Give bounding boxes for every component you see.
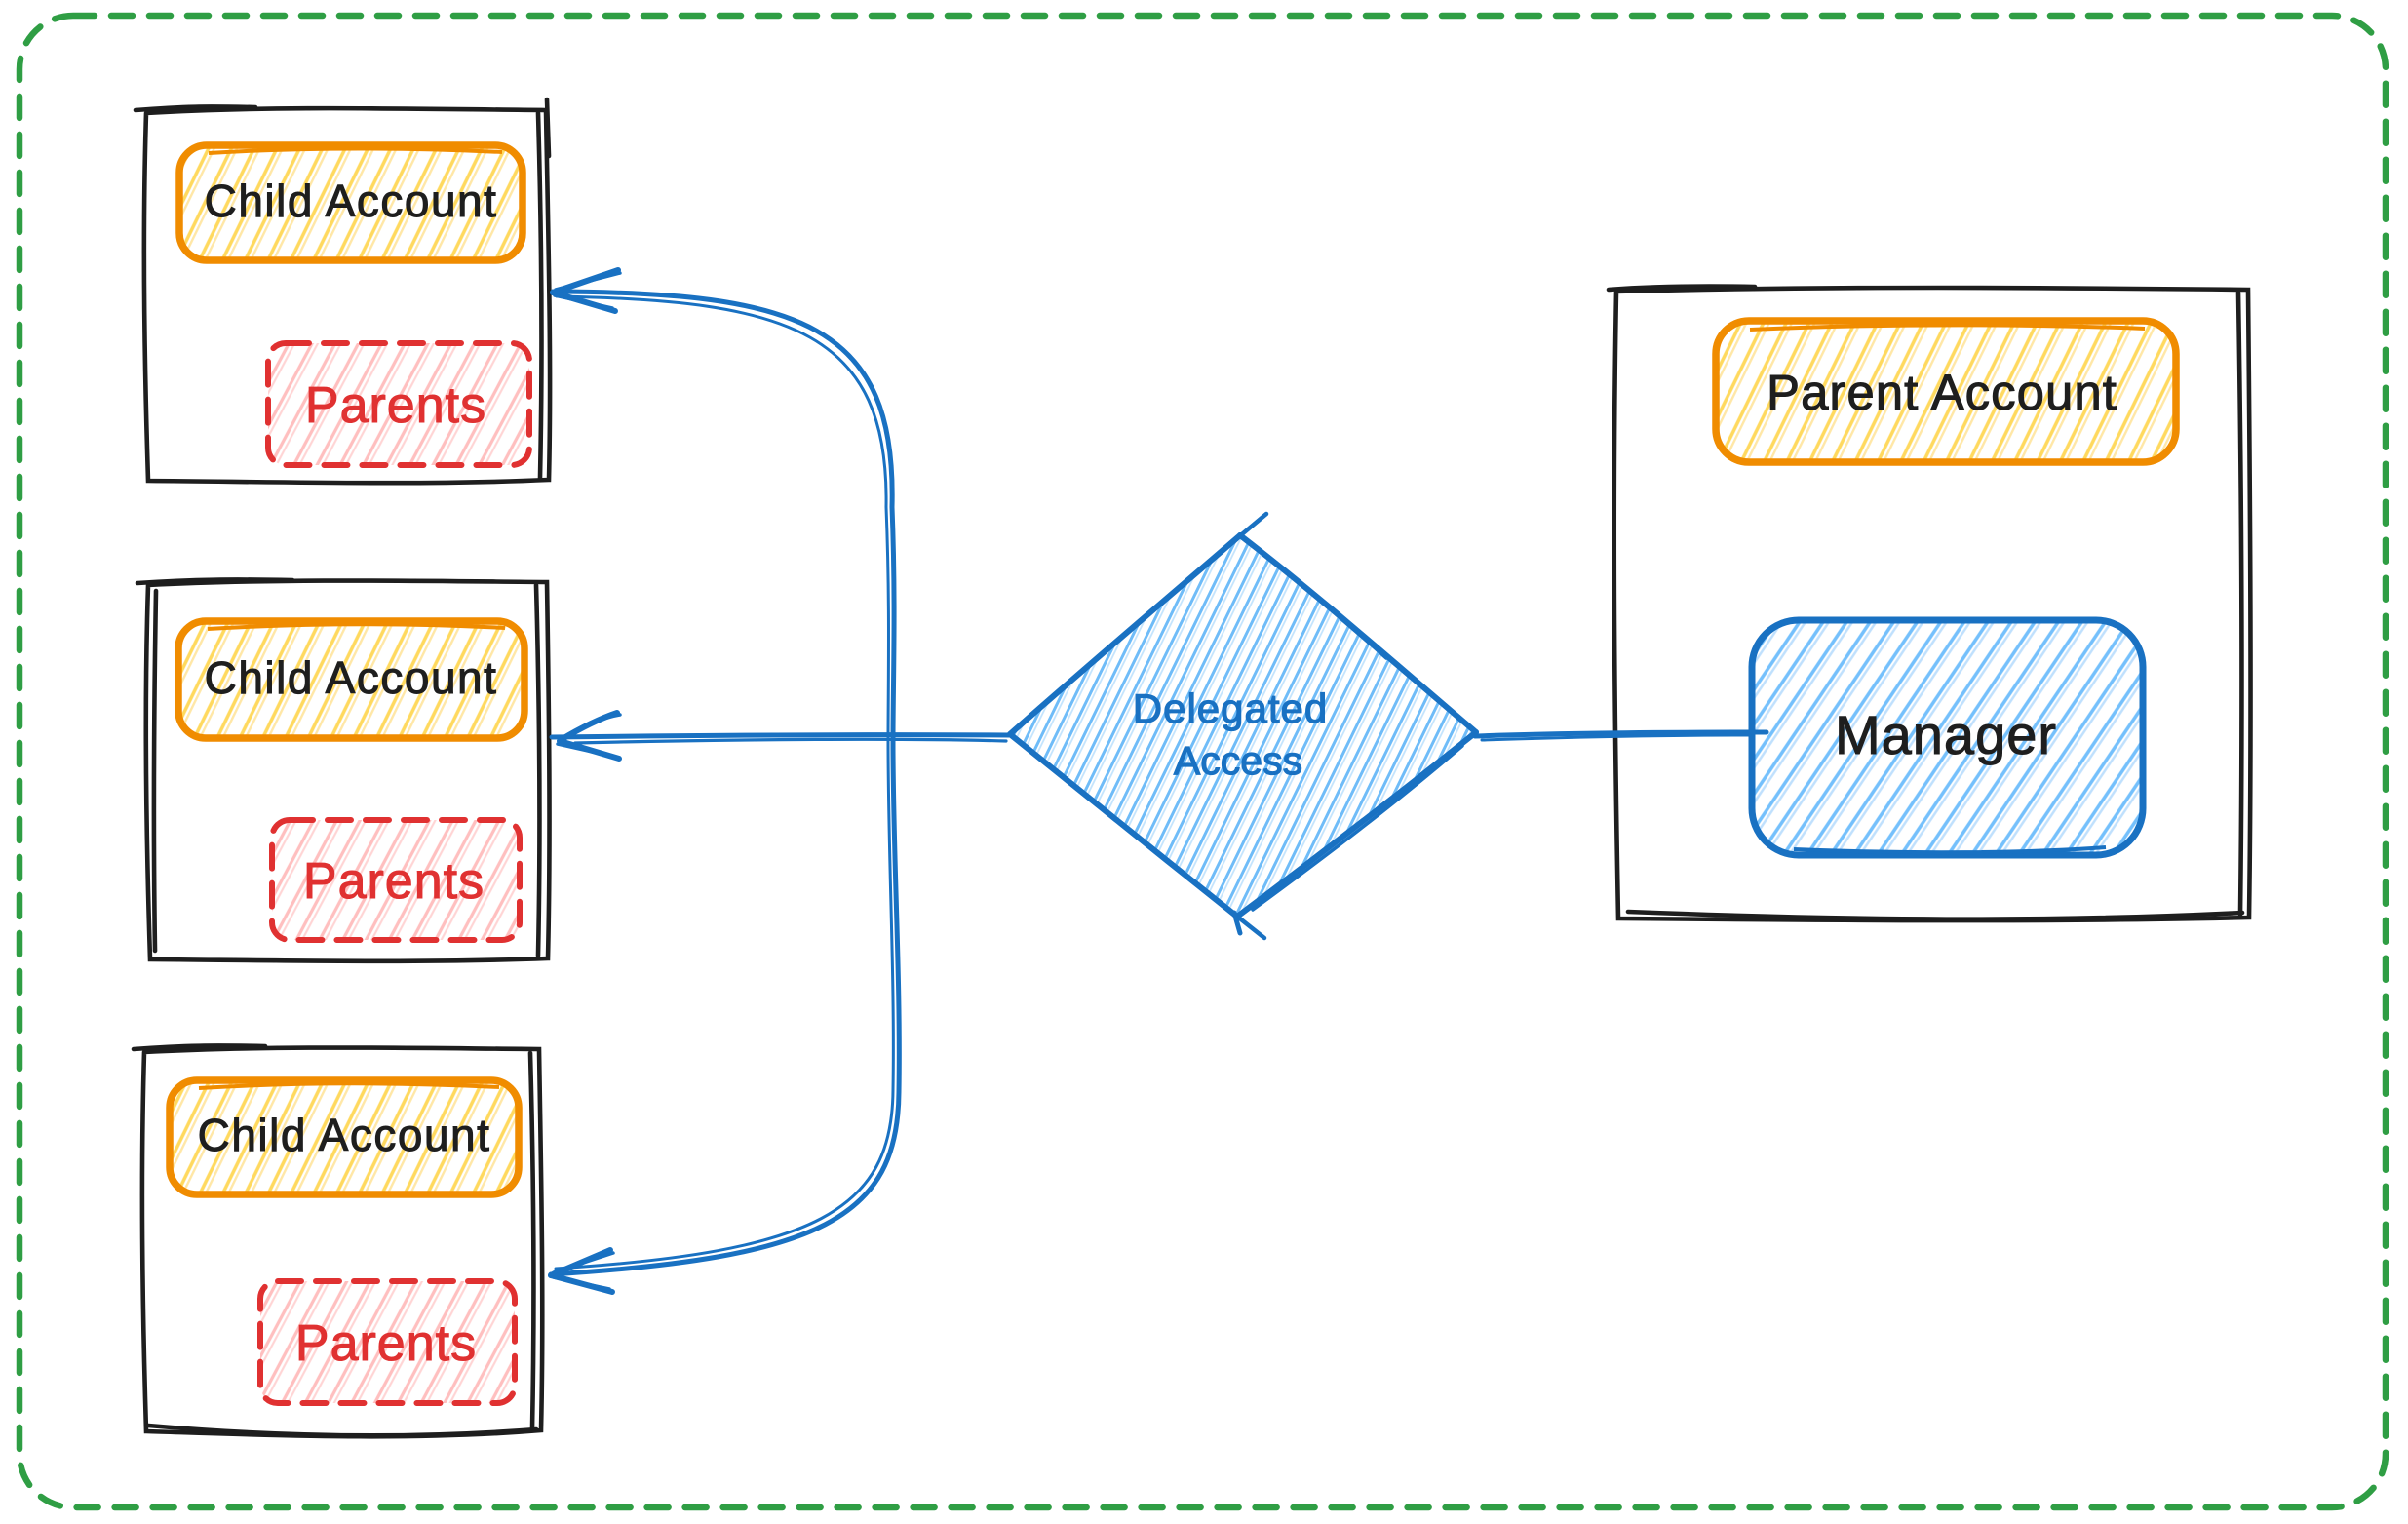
svg-text:Delegated: Delegated: [1133, 685, 1328, 731]
svg-text:Child Account: Child Account: [198, 1110, 491, 1160]
svg-text:Parents: Parents: [303, 853, 485, 910]
svg-text:Child Account: Child Account: [205, 652, 498, 703]
svg-text:Parents: Parents: [305, 377, 486, 434]
svg-text:Parents: Parents: [295, 1315, 477, 1372]
svg-text:Access: Access: [1174, 738, 1302, 783]
svg-text:Manager: Manager: [1835, 704, 2057, 765]
svg-text:Parent Account: Parent Account: [1767, 365, 2117, 420]
svg-text:Child Account: Child Account: [205, 176, 498, 226]
